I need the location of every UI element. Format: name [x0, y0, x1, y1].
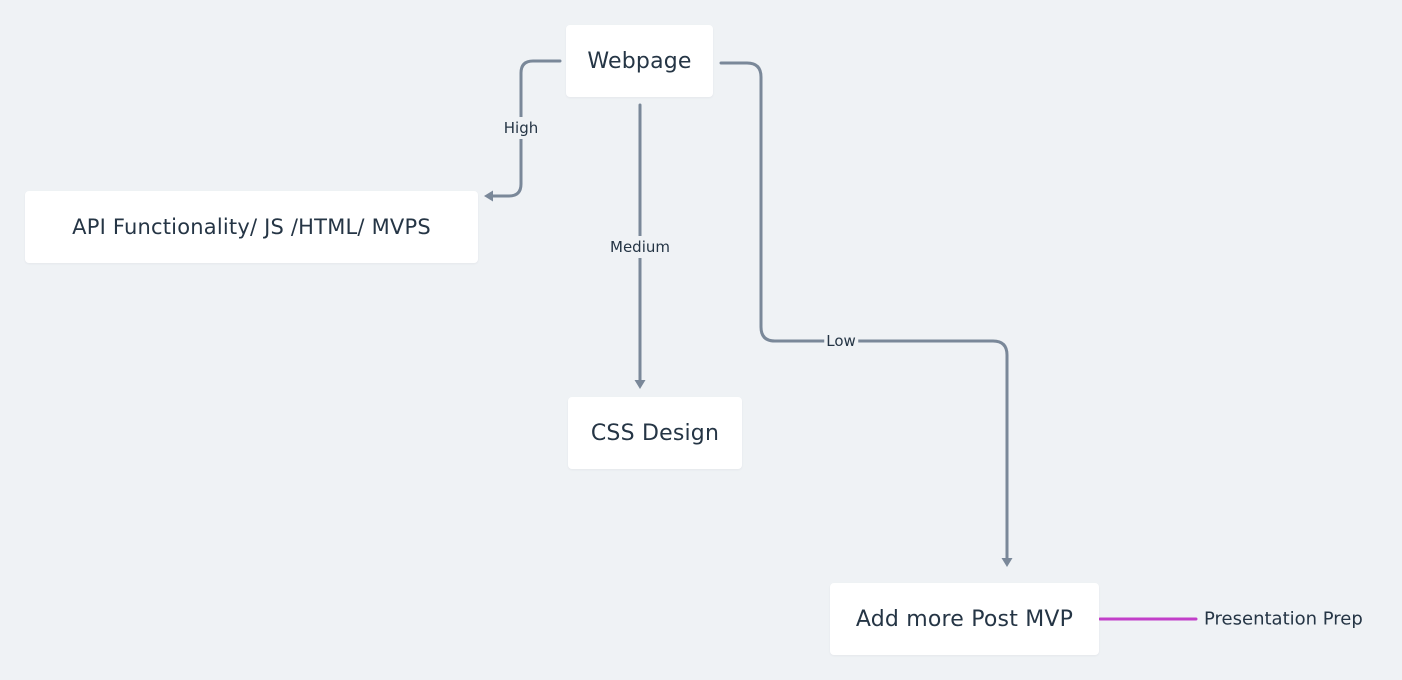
edge-label-medium: Medium: [608, 236, 672, 258]
floating-topic-presentation-prep[interactable]: Presentation Prep: [1204, 608, 1363, 630]
edge-label-low: Low: [824, 330, 858, 352]
node-api-functionality[interactable]: API Functionality/ JS /HTML/ MVPS: [25, 191, 478, 263]
edge-high-arrowhead: [484, 190, 493, 202]
node-add-more-post-mvp[interactable]: Add more Post MVP: [830, 583, 1099, 655]
edge-label-high: High: [501, 117, 541, 139]
edge-low-connector: [719, 61, 1009, 561]
edge-low-arrowhead: [1001, 558, 1013, 567]
edge-medium-arrowhead: [634, 380, 646, 389]
node-webpage[interactable]: Webpage: [566, 25, 713, 97]
node-css-design[interactable]: CSS Design: [568, 397, 742, 469]
